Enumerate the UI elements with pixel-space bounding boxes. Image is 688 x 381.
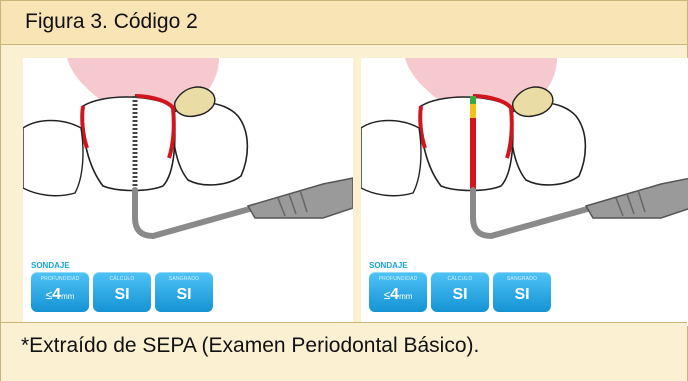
probe-shaft [473,190,591,236]
sondaje-label: SONDAJE [31,261,70,270]
badge-label: CÁLCULO [431,276,489,282]
sondaje-label: SONDAJE [369,261,408,270]
figure-caption: *Extraído de SEPA (Examen Periodontal Bá… [21,334,479,358]
probe-handle [248,178,353,218]
figure-title: Figura 3. Código 2 [25,10,198,34]
badge-label: SANGRADO [155,276,213,282]
calculo-badge: CÁLCULO SI [93,272,151,312]
panel-left: SONDAJE PROFUNDIDAD ≤4mm CÁLCULO SI SANG… [23,58,353,326]
badge-label: CÁLCULO [93,276,151,282]
badge-value: SI [431,286,489,304]
badge-value: SI [493,286,551,304]
calculo-badge: CÁLCULO SI [431,272,489,312]
badge-value: SI [93,286,151,304]
figure-body: SONDAJE PROFUNDIDAD ≤4mm CÁLCULO SI SANG… [1,45,687,321]
profundidad-badge: PROFUNDIDAD ≤4mm [369,272,427,312]
panel-right: SONDAJE PROFUNDIDAD ≤4mm CÁLCULO SI SANG… [361,58,688,326]
probe-handle [586,178,688,218]
title-bar: Figura 3. Código 2 [1,1,687,45]
lateral-tooth [23,121,83,196]
front-tooth [421,97,513,191]
caption-bar: *Extraído de SEPA (Examen Periodontal Bá… [1,322,687,381]
probe-shaft [135,190,253,236]
badge-value: ≤4mm [31,286,89,304]
lateral-tooth [361,121,421,196]
badge-label: PROFUNDIDAD [369,276,427,282]
sangrado-badge: SANGRADO SI [155,272,213,312]
sangrado-badge: SANGRADO SI [493,272,551,312]
badge-label: PROFUNDIDAD [31,276,89,282]
profundidad-badge: PROFUNDIDAD ≤4mm [31,272,89,312]
badge-value: ≤4mm [369,286,427,304]
front-tooth [83,97,175,191]
badge-label: SANGRADO [493,276,551,282]
badge-value: SI [155,286,213,304]
